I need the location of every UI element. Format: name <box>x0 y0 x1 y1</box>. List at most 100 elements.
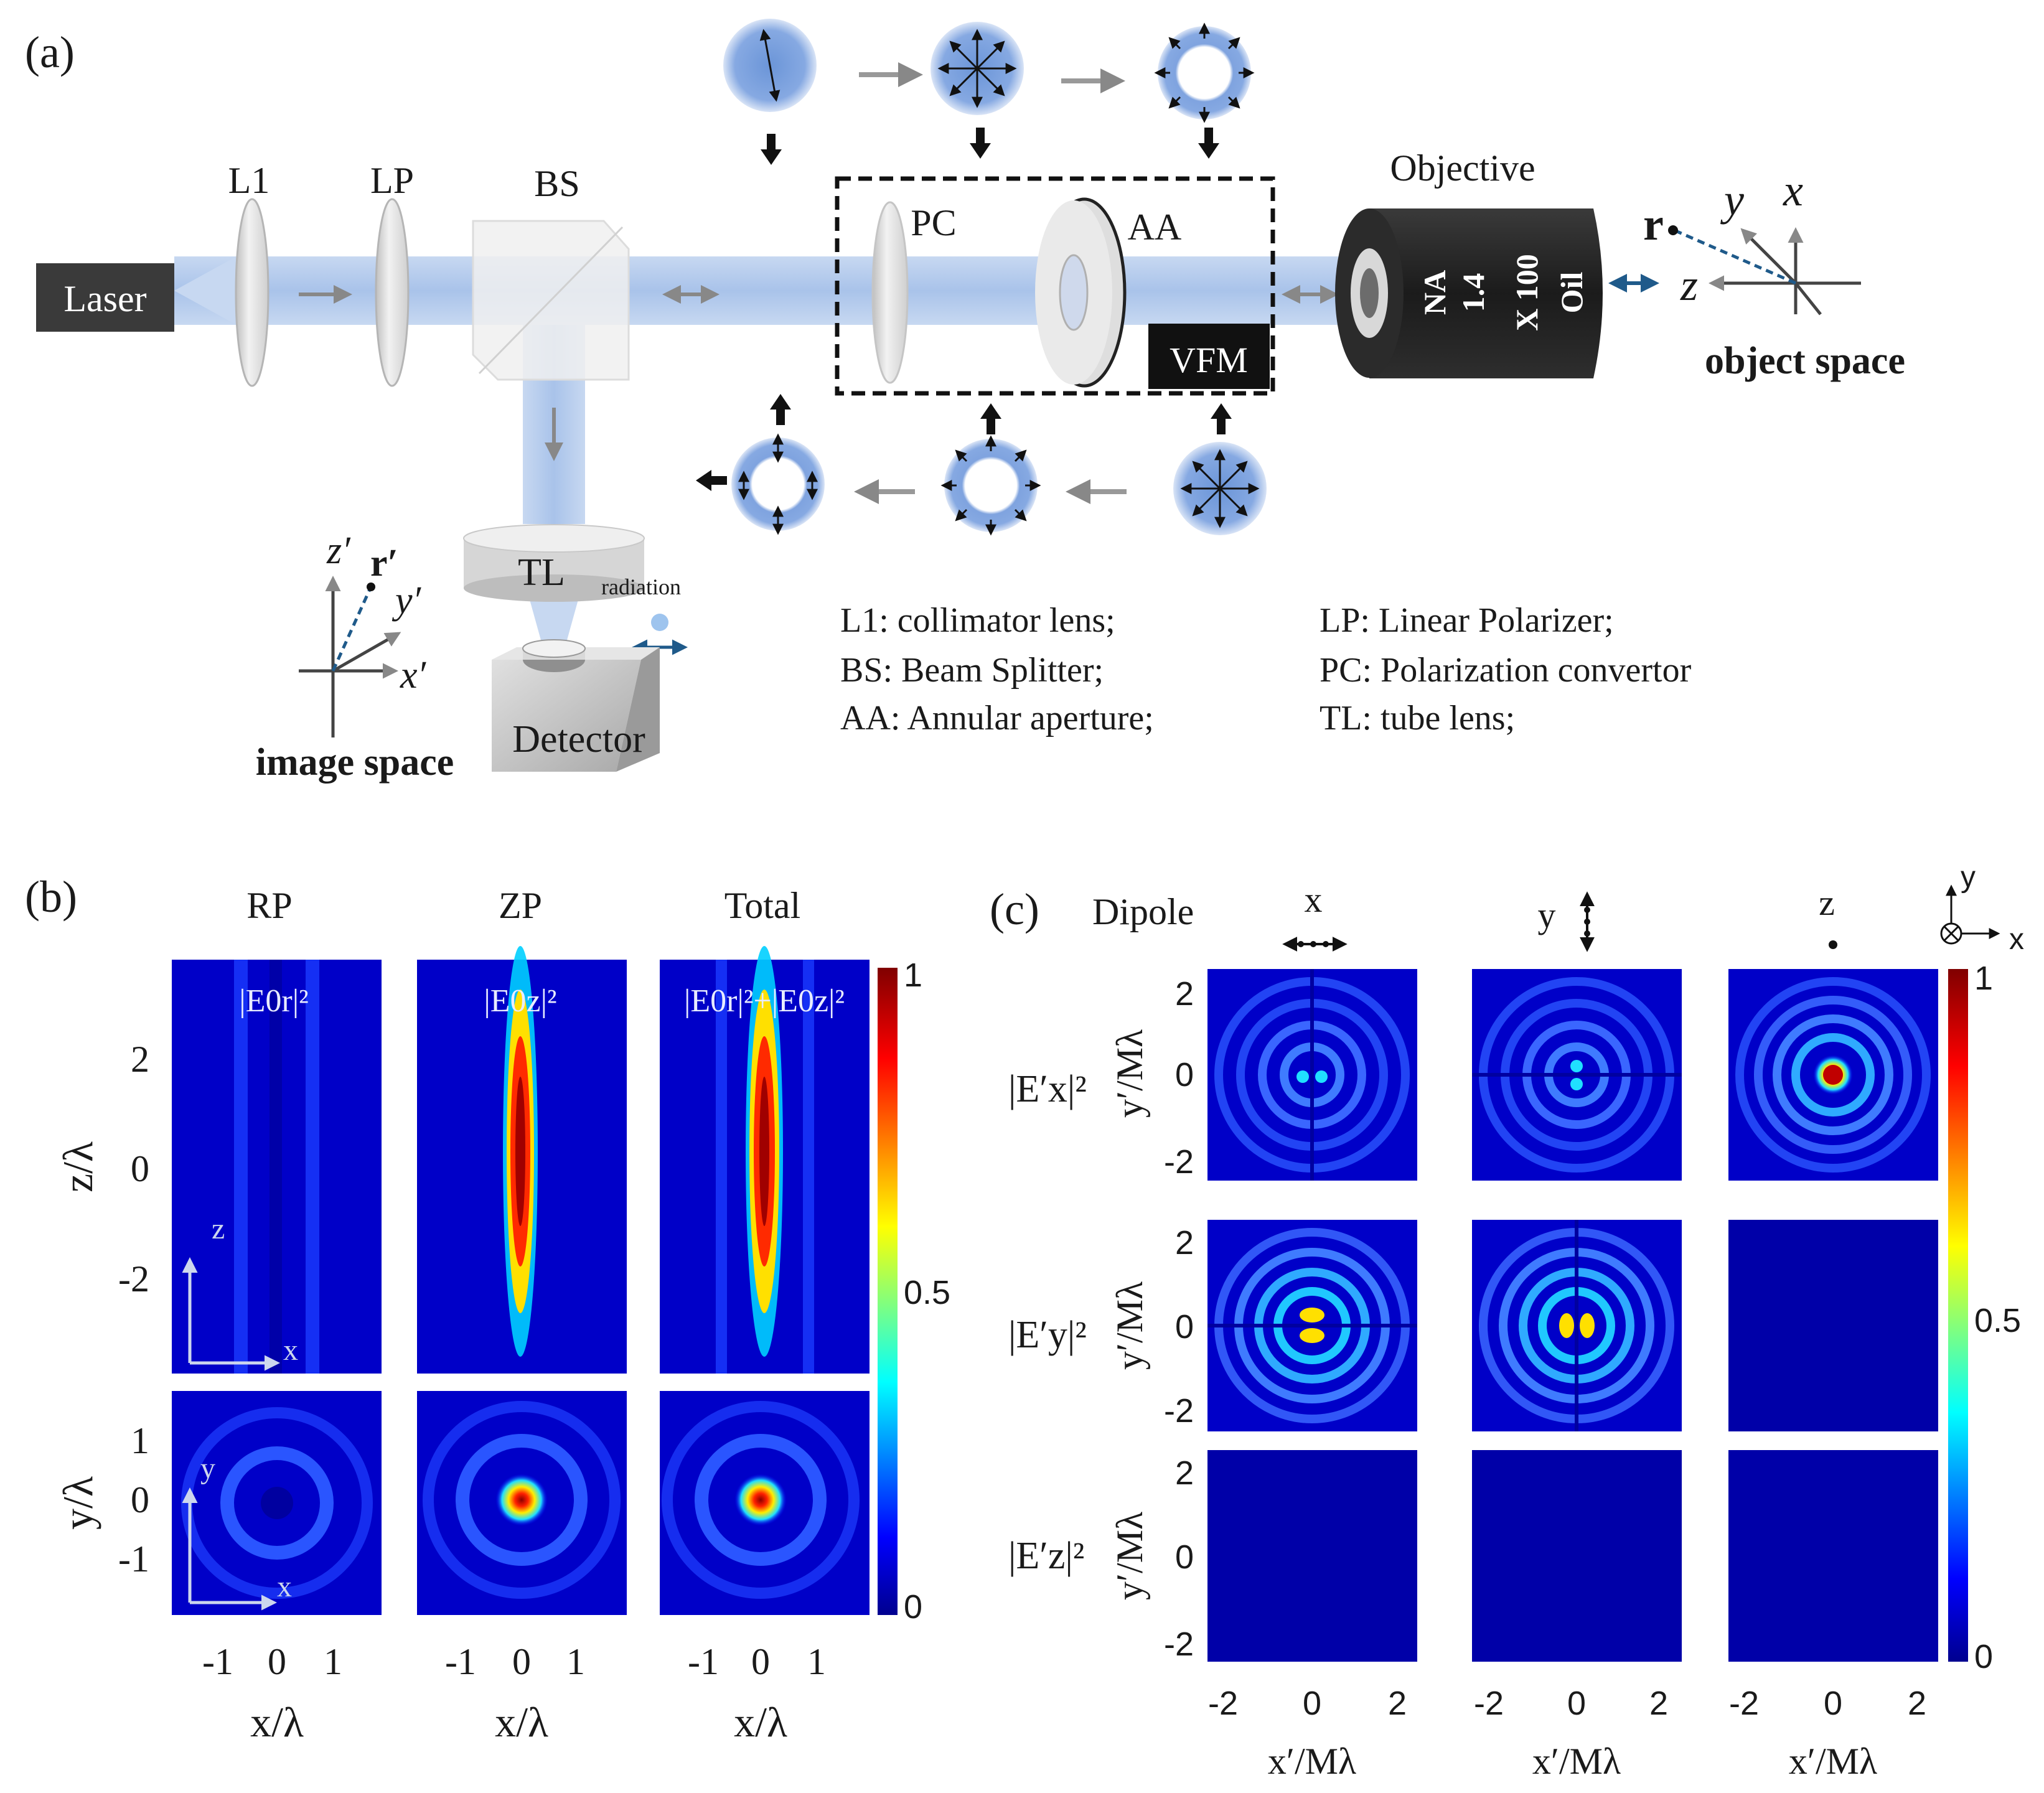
pol-annular-top <box>1154 22 1255 123</box>
b-xlabel-1: x/λ <box>250 1698 304 1746</box>
pol-down-arrows <box>761 128 1219 165</box>
b-ytick-0: 0 <box>131 1148 149 1189</box>
c-xt-2a: -2 <box>1474 1685 1504 1722</box>
legend-bs: BS: Beam Splitter; <box>840 651 1104 690</box>
c-icon-x: x <box>2009 923 2024 956</box>
beam-horizontal <box>174 256 1388 325</box>
c-ez-ydipole <box>1472 1450 1682 1662</box>
b-zp-xy <box>417 1391 627 1615</box>
obj-axis-z: z <box>1680 260 1698 310</box>
c-ey-ydipole <box>1472 1220 1682 1431</box>
b-title-rp: RP <box>246 885 292 926</box>
legend-lp: LP: Linear Polarizer; <box>1320 601 1614 640</box>
c-yaxes: y′/Mλ y′/Mλ y′/Mλ 2 0 -2 2 0 -2 2 0 -2 <box>1109 975 1194 1663</box>
bs-label: BS <box>534 163 579 204</box>
b-zp-xz: |E0z|² <box>417 946 627 1374</box>
c-col-headers: x y z y x <box>1282 861 2024 956</box>
c-xt-3c: 2 <box>1908 1685 1926 1722</box>
obj-axis-x: x <box>1783 166 1803 215</box>
b-inset-y: y <box>200 1452 215 1485</box>
c-ex-zdipole <box>1728 969 1938 1181</box>
c-col-x: x <box>1305 879 1323 920</box>
pol-radial-bottom <box>1173 442 1267 535</box>
b-title-total: Total <box>724 885 800 926</box>
objective-label: Objective <box>1390 147 1535 189</box>
pol-annular-bottom <box>940 435 1041 536</box>
c-axis-icon: y x <box>1940 861 2024 956</box>
c-ez-xdipole <box>1207 1450 1417 1662</box>
c-xaxes: -2 0 2 -2 0 2 -2 0 2 x′/Mλ x′/Mλ x′/Mλ <box>1208 1685 1926 1782</box>
c-xt-2c: 2 <box>1649 1685 1668 1722</box>
detector-label: Detector <box>512 718 645 761</box>
tl-label: TL <box>518 551 565 594</box>
c-xt-1a: -2 <box>1208 1685 1238 1722</box>
objective: Objective NA 1.4 X 100 Oil <box>1335 147 1603 378</box>
c-yt-1a: 2 <box>1175 975 1194 1013</box>
objective-spec-oil: Oil <box>1554 272 1589 314</box>
c-ylabel-2: y′/Mλ <box>1109 1281 1150 1370</box>
b-inset-x: x <box>283 1334 298 1367</box>
object-space-label: object space <box>1705 340 1905 382</box>
b-xlabel-2: x/λ <box>495 1698 548 1746</box>
c-cbar-0: 0 <box>1974 1638 1993 1675</box>
img-axis-x: x′ <box>400 654 427 696</box>
b-rp-xz: |E0r|² z x <box>172 960 382 1374</box>
object-space-axes: r y x z object space <box>1643 166 1905 382</box>
b-xtick2-m1: -1 <box>445 1641 476 1682</box>
c-row-ez: |E′z|² <box>1008 1535 1084 1577</box>
laser-label: Laser <box>63 278 146 319</box>
panel-b-col-titles: RP ZP Total <box>246 885 800 926</box>
c-yt-2a: 2 <box>1175 1224 1194 1262</box>
detector: Detector <box>492 639 660 772</box>
b-cbar-05: 0.5 <box>904 1274 950 1311</box>
b-ytick-2: 2 <box>131 1039 149 1080</box>
panel-c-label: (c) <box>990 884 1039 934</box>
pol-up-arrows <box>696 394 1232 491</box>
c-xt-3b: 0 <box>1824 1685 1842 1722</box>
b-total-xy <box>660 1391 870 1615</box>
c-ey-xdipole <box>1207 1220 1417 1431</box>
img-axis-r: r′ <box>370 542 398 584</box>
c-xlabel-3: x′/Mλ <box>1789 1741 1877 1782</box>
radiation-label: radiation <box>601 574 681 599</box>
b-label-total: |E0r|²+|E0z|² <box>684 983 845 1019</box>
legend-pc: PC: Polarization convertor <box>1320 651 1692 690</box>
b-xtick3-m1: -1 <box>688 1641 719 1682</box>
b-cbar-0: 0 <box>904 1588 922 1626</box>
c-row-ex: |E′x|² <box>1008 1068 1087 1110</box>
annular-aperture <box>1035 197 1127 388</box>
c-colorbar: 1 0.5 0 <box>1948 960 2021 1675</box>
b-xtick3-1: 1 <box>807 1641 826 1682</box>
objective-spec-na-value: 1.4 <box>1456 273 1491 312</box>
c-xlabel-1: x′/Mλ <box>1268 1741 1356 1782</box>
b-total-xz: |E0r|²+|E0z|² <box>660 946 870 1374</box>
beam-cone <box>174 256 237 325</box>
c-xlabel-2: x′/Mλ <box>1532 1741 1621 1782</box>
tube-lens: TL <box>463 524 645 602</box>
beam-splitter: BS <box>472 163 630 381</box>
c-xt-1b: 0 <box>1303 1685 1321 1722</box>
c-xt-1c: 2 <box>1388 1685 1407 1722</box>
legend-tl: TL: tube lens; <box>1320 699 1515 737</box>
objective-spec-na: NA <box>1417 270 1452 315</box>
vfm-label: VFM <box>1170 340 1248 380</box>
panel-b-label: (b) <box>25 872 77 922</box>
b-xtick2-0: 0 <box>512 1641 531 1682</box>
obj-axis-y: y <box>1720 175 1744 225</box>
c-yt-3b: 0 <box>1175 1538 1194 1576</box>
l1-label: L1 <box>228 160 270 201</box>
c-ylabel-1: y′/Mλ <box>1109 1029 1150 1118</box>
polarization-convertor <box>871 201 909 384</box>
legend-aa: AA: Annular aperture; <box>840 699 1154 737</box>
c-yt-1c: -2 <box>1164 1143 1194 1181</box>
b-rp-xy: y x <box>172 1391 382 1615</box>
b-cbar-1: 1 <box>904 957 922 994</box>
c-yt-2b: 0 <box>1175 1308 1194 1346</box>
b-ytick2-m1: -1 <box>118 1538 149 1580</box>
b-ylabel-z: z/λ <box>54 1141 101 1192</box>
c-yt-3a: 2 <box>1175 1454 1194 1492</box>
linear-polarizer: LP <box>370 160 414 387</box>
b-inset-z: z <box>212 1212 225 1245</box>
c-col-z: z <box>1819 882 1835 923</box>
